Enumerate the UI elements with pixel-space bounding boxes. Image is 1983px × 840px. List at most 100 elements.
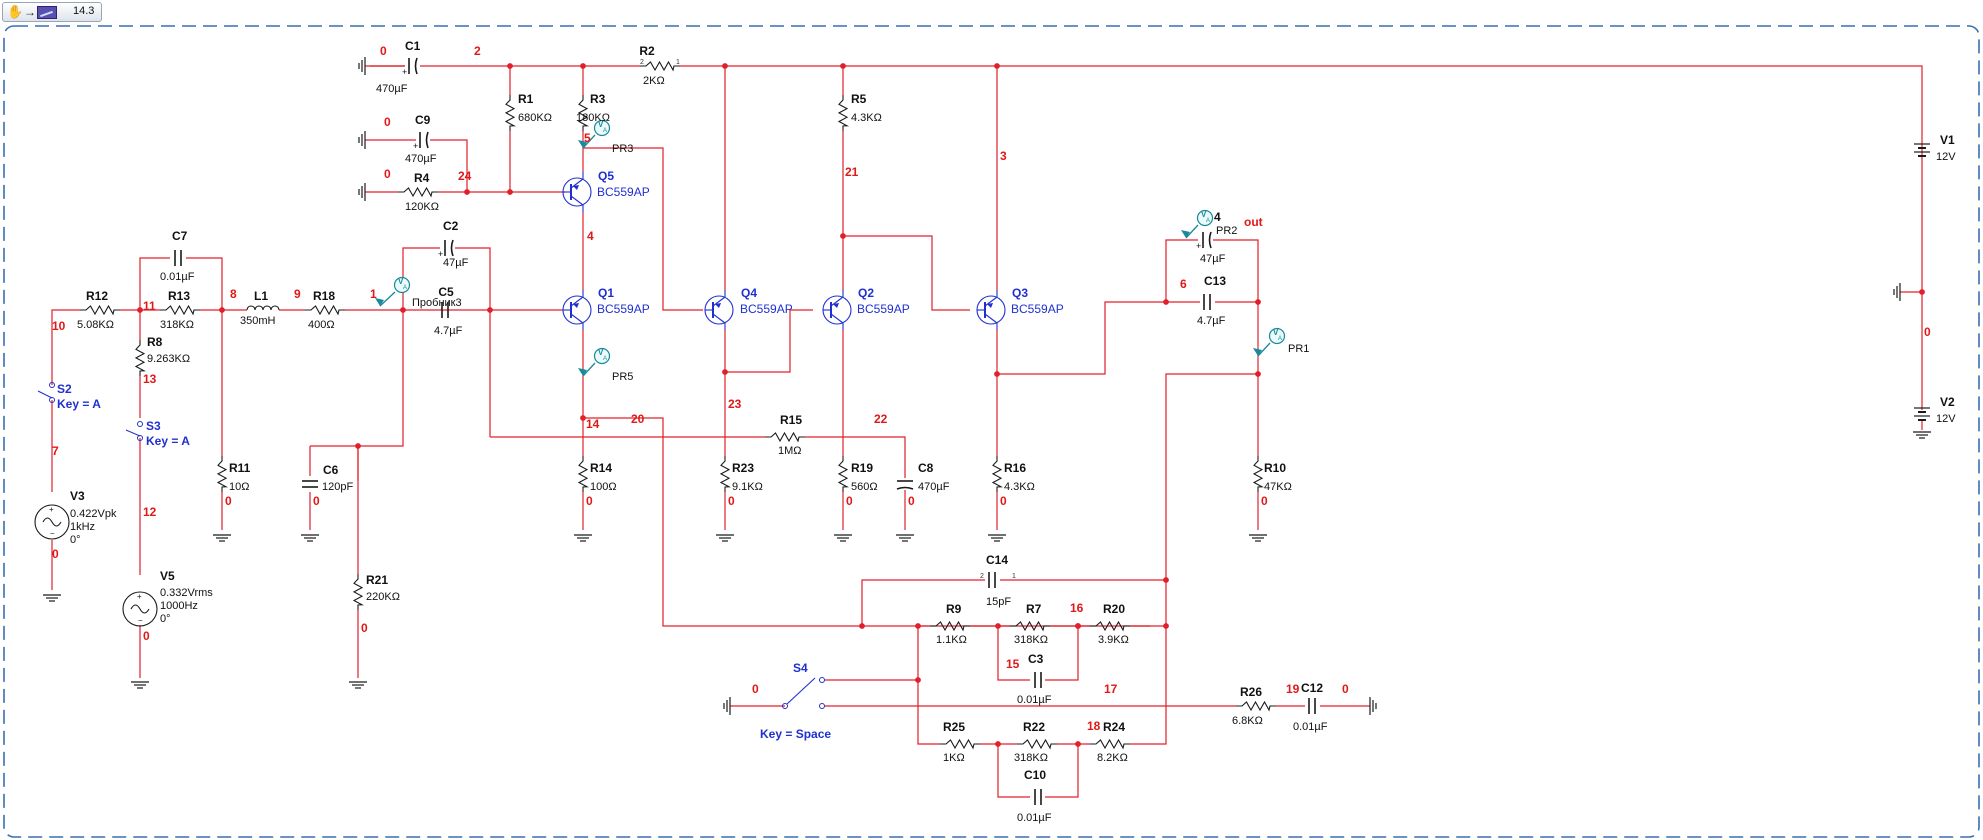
label: 47µF xyxy=(1200,253,1226,265)
capacitor-C7[interactable] xyxy=(174,250,182,266)
probe-lead xyxy=(582,134,596,149)
resistor-R7[interactable] xyxy=(1010,620,1050,632)
resistor-R23[interactable] xyxy=(719,456,732,492)
label: PR3 xyxy=(612,143,633,155)
ac-source-V5[interactable]: +− xyxy=(122,591,158,627)
wire xyxy=(1213,239,1259,302)
net-label-0: 0 xyxy=(586,494,593,508)
resistor-R16[interactable] xyxy=(991,456,1004,492)
switch-S4[interactable] xyxy=(782,677,825,709)
resistor-body xyxy=(398,186,438,198)
resistor-body xyxy=(1010,620,1050,632)
resistor-R10[interactable] xyxy=(1252,456,1265,492)
transistor-emitter xyxy=(570,178,584,189)
wire xyxy=(357,310,404,480)
label: C1 xyxy=(405,39,421,53)
transistor-Q4[interactable] xyxy=(704,290,734,330)
resistor-R12[interactable] xyxy=(80,304,120,316)
resistor-R2[interactable] xyxy=(640,60,680,72)
polarity-mark: + xyxy=(49,505,54,514)
capacitor-C14[interactable] xyxy=(988,572,996,588)
voltage-probe-PR2[interactable]: VA xyxy=(1181,209,1214,239)
voltage-probe-PR1[interactable]: VA xyxy=(1253,327,1286,357)
capacitor-C8[interactable] xyxy=(896,480,914,490)
transistor-Q3[interactable] xyxy=(976,290,1006,330)
probe-lead xyxy=(1185,224,1199,239)
voltage-probe-PR3[interactable]: VA xyxy=(578,119,611,149)
label: BC559AP xyxy=(597,185,650,199)
ground-icon xyxy=(43,594,61,602)
resistor-R20[interactable] xyxy=(1090,620,1130,632)
resistor-R18[interactable] xyxy=(305,304,345,316)
polarity-mark: − xyxy=(50,529,55,538)
probe-lead xyxy=(379,291,396,307)
resistor-R1[interactable] xyxy=(504,95,517,131)
switch-S2[interactable] xyxy=(37,382,55,403)
capacitor-C12[interactable] xyxy=(1308,698,1316,714)
polarity-mark: + xyxy=(413,141,418,151)
resistor-R8[interactable] xyxy=(134,340,147,376)
resistor-R15[interactable] xyxy=(765,431,805,443)
battery-V1[interactable] xyxy=(1914,143,1930,157)
capacitor-C3[interactable] xyxy=(1034,672,1042,688)
capacitor-plate xyxy=(450,239,454,257)
label: 0.332Vrms xyxy=(160,587,213,599)
capacitor-C1[interactable]: + xyxy=(402,57,418,77)
capacitor-C9[interactable]: + xyxy=(413,131,429,151)
net-label-0: 0 xyxy=(908,494,915,508)
capacitor-C5[interactable] xyxy=(441,302,449,318)
switch-S3[interactable] xyxy=(125,421,143,441)
net-label-0: 0 xyxy=(1261,494,1268,508)
label: 100Ω xyxy=(590,481,617,493)
capacitor-C4[interactable]: + xyxy=(1196,231,1212,251)
wire xyxy=(1165,373,1258,626)
resistor-R25[interactable] xyxy=(940,738,980,750)
label: 9.1KΩ xyxy=(732,481,763,493)
wire xyxy=(1165,239,1198,302)
meter-icon-letter: V xyxy=(1273,328,1279,337)
resistor-R24[interactable] xyxy=(1090,738,1130,750)
resistor-R14[interactable] xyxy=(577,456,590,492)
label: 0° xyxy=(70,534,81,546)
capacitor-C13[interactable] xyxy=(1203,294,1211,310)
resistor-R19[interactable] xyxy=(837,456,850,492)
wire xyxy=(1045,744,1079,798)
resistor-R22[interactable] xyxy=(1017,738,1057,750)
resistor-R3[interactable] xyxy=(577,95,590,131)
net-label-6: 6 xyxy=(1180,277,1187,291)
voltage-probe-PR5[interactable]: VA xyxy=(578,347,611,377)
instrument-toolbar-button[interactable]: ✋ → 14.3 xyxy=(2,2,102,22)
wire xyxy=(843,235,970,311)
label: 4.3KΩ xyxy=(1004,481,1035,493)
net-label-23: 23 xyxy=(728,397,742,411)
transistor-Q2[interactable] xyxy=(822,290,852,330)
resistor-R9[interactable] xyxy=(930,620,970,632)
net-label-0: 0 xyxy=(313,494,320,508)
ac-source-V3[interactable]: +− xyxy=(34,504,70,540)
capacitor-C6[interactable] xyxy=(302,480,318,488)
transistor-emitter xyxy=(984,296,998,307)
transistor-Q1[interactable] xyxy=(562,290,592,330)
inductor-L1[interactable] xyxy=(246,305,280,311)
wire xyxy=(583,417,1150,627)
label: 0.01µF xyxy=(1293,721,1328,733)
resistor-R11[interactable] xyxy=(216,456,229,492)
resistor-R5[interactable] xyxy=(837,95,850,131)
pin-number: 1 xyxy=(676,59,680,66)
net-label-3: 3 xyxy=(1000,149,1007,163)
resistor-R26[interactable] xyxy=(1236,700,1276,712)
net-label-0: 0 xyxy=(1342,682,1349,696)
resistor-R21[interactable] xyxy=(352,574,365,610)
resistor-body xyxy=(577,95,590,131)
switch-contact xyxy=(137,421,143,427)
resistor-R4[interactable] xyxy=(398,186,438,198)
battery-V2[interactable] xyxy=(1914,407,1930,421)
resistor-body xyxy=(640,60,680,72)
resistor-R13[interactable] xyxy=(160,304,200,316)
transistor-Q5[interactable] xyxy=(562,172,592,212)
capacitor-C2[interactable]: + xyxy=(438,239,454,259)
voltage-probe-P3[interactable]: VA xyxy=(375,276,411,307)
capacitor-C10[interactable] xyxy=(1034,789,1042,805)
